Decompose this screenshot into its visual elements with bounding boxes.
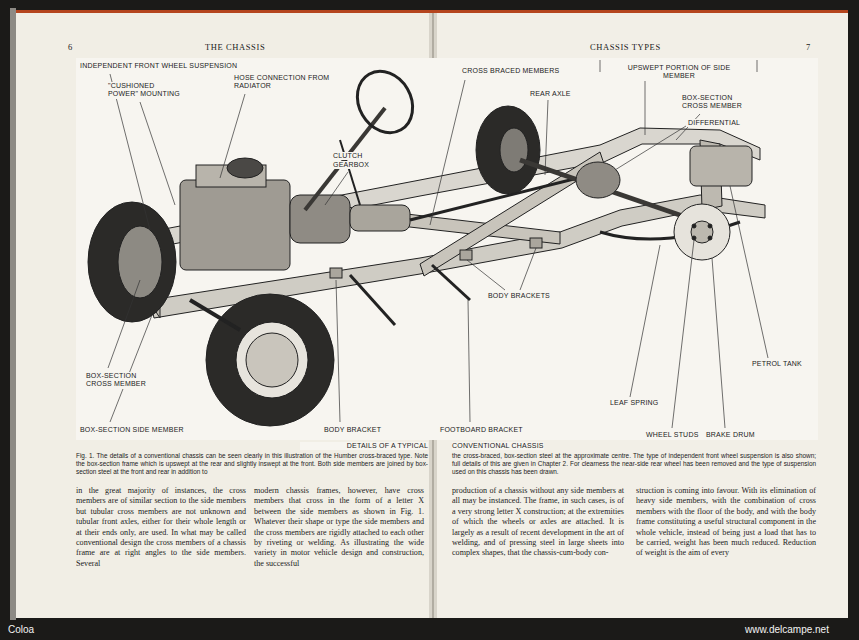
page-number: 7 [806, 42, 811, 52]
part-label: UPSWEPT PORTION OF SIDE MEMBER [624, 64, 734, 81]
part-label: WHEEL STUDS [646, 431, 699, 439]
body-text: struction is coming into favour. With it… [636, 486, 816, 559]
part-label: GEARBOX [333, 161, 369, 169]
part-label: "CUSHIONED POWER" MOUNTING [108, 82, 186, 99]
part-label: BRAKE DRUM [706, 431, 755, 439]
part-label: BODY BRACKET [324, 426, 381, 434]
part-label: CROSS BRACED MEMBERS [462, 67, 559, 75]
running-head: THE CHASSIS [205, 42, 265, 52]
watermark: www.delcampe.net [745, 624, 829, 635]
body-text: modern chassis frames, however, have cro… [254, 486, 424, 569]
part-label: CLUTCH [333, 152, 363, 160]
part-label: INDEPENDENT FRONT WHEEL SUSPENSION [80, 62, 280, 70]
page-number: 6 [68, 42, 73, 52]
part-label: REAR AXLE [530, 90, 571, 98]
watermark: Coloa [8, 624, 34, 635]
figure-heading: DETAILS OF A TYPICAL [300, 442, 428, 450]
part-label: HOSE CONNECTION FROM RADIATOR [234, 74, 330, 91]
part-label: FOOTBOARD BRACKET [440, 426, 523, 434]
part-label: BOX-SECTION SIDE MEMBER [80, 426, 184, 434]
part-label: BOX-SECTION CROSS MEMBER [86, 372, 158, 389]
part-label: BOX-SECTION CROSS MEMBER [682, 94, 754, 111]
part-label: LEAF SPRING [610, 399, 659, 407]
part-label: BODY BRACKETS [488, 292, 550, 300]
body-text: production of a chassis without any side… [452, 486, 624, 559]
part-label: DIFFERENTIAL [688, 119, 740, 127]
figure-caption: Fig. 1. The details of a conventional ch… [76, 452, 428, 476]
running-head: CHASSIS TYPES [590, 42, 661, 52]
figure-caption: the cross-braced, box-section steel at t… [452, 452, 816, 476]
figure-heading: CONVENTIONAL CHASSIS [452, 442, 544, 450]
part-label: PETROL TANK [752, 360, 802, 368]
body-text: in the great majority of instances, the … [76, 486, 246, 569]
